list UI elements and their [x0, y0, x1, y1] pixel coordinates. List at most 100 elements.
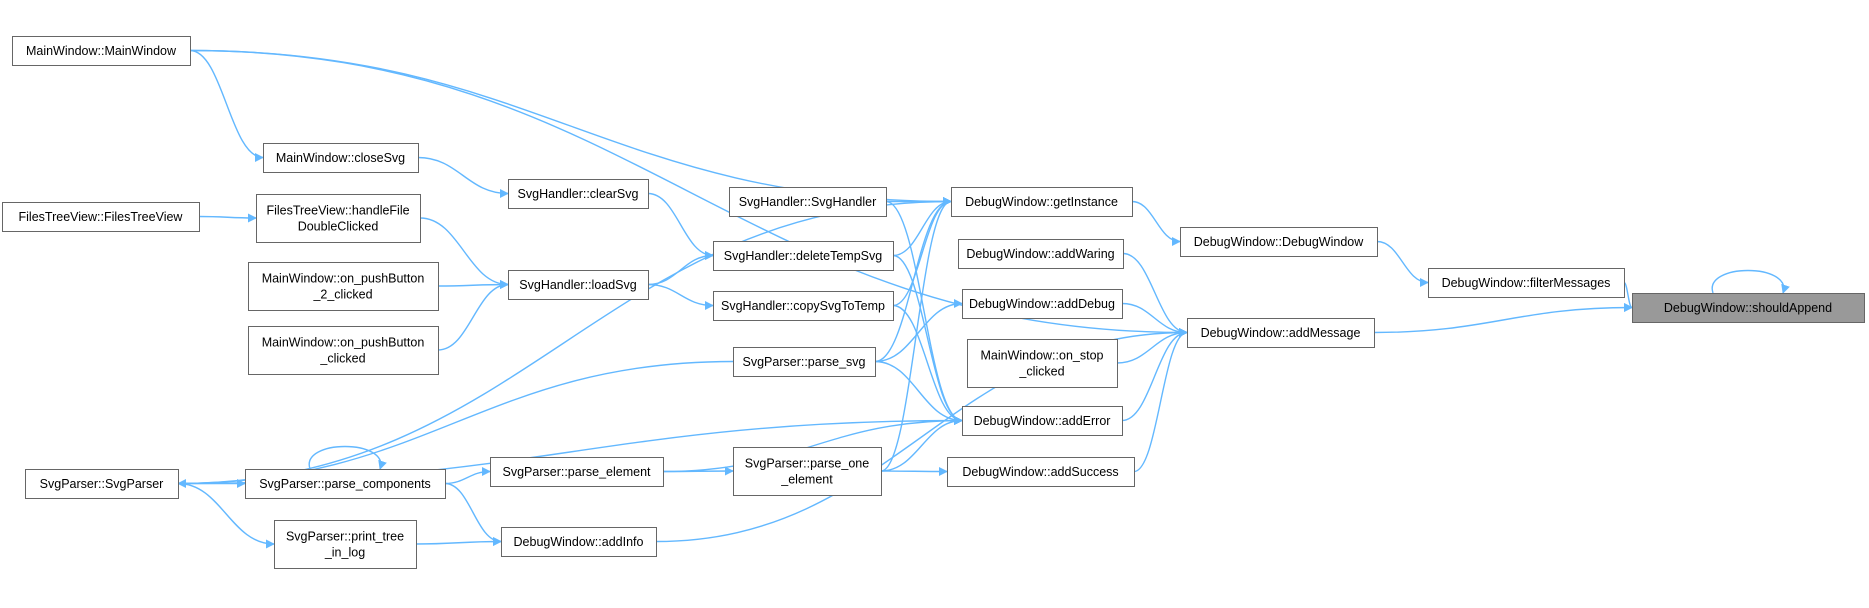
function-node-mw-push2[interactable]: MainWindow::on_pushButton_2_clicked	[248, 262, 439, 311]
node-label: _element	[780, 473, 833, 487]
function-node-dw-info[interactable]: DebugWindow::addInfo	[501, 527, 657, 557]
node-box	[958, 239, 1124, 269]
call-edge	[444, 482, 502, 546]
call-edge	[177, 482, 275, 549]
call-edge	[444, 467, 491, 485]
call-edge	[1623, 281, 1633, 312]
call-edge	[189, 49, 264, 162]
function-node-dw-msg[interactable]: DebugWindow::addMessage	[1187, 318, 1375, 348]
function-node-sp-sp[interactable]: SvgParser::SvgParser	[25, 469, 179, 499]
node-label: DebugWindow::addInfo	[514, 535, 644, 549]
node-label: SvgParser::parse_element	[503, 465, 652, 479]
function-node-sp-svg[interactable]: SvgParser::parse_svg	[733, 347, 876, 377]
call-edge	[1116, 328, 1188, 364]
node-label: SvgHandler::loadSvg	[519, 278, 636, 292]
node-label: MainWindow::closeSvg	[276, 151, 405, 165]
function-node-dw-inst[interactable]: DebugWindow::getInstance	[951, 187, 1133, 217]
call-edge	[1133, 328, 1188, 473]
function-node-sp-elem[interactable]: SvgParser::parse_element	[490, 457, 664, 487]
function-node-dw-success[interactable]: DebugWindow::addSuccess	[947, 457, 1135, 487]
node-label: DoubleClicked	[298, 220, 379, 234]
node-box	[951, 187, 1133, 217]
function-node-dw-error[interactable]: DebugWindow::addError	[962, 406, 1123, 436]
call-edge	[1376, 240, 1429, 287]
function-node-dw-filter[interactable]: DebugWindow::filterMessages	[1428, 268, 1625, 298]
node-label: MainWindow::on_pushButton	[262, 336, 425, 350]
node-label: DebugWindow::addDebug	[969, 297, 1115, 311]
node-label: DebugWindow::getInstance	[965, 195, 1118, 209]
function-node-sh-clear[interactable]: SvgHandler::clearSvg	[508, 179, 649, 209]
call-edge	[1122, 252, 1188, 337]
node-label: _clicked	[319, 352, 365, 366]
node-label: _in_log	[324, 546, 365, 560]
node-box	[248, 262, 439, 311]
node-label: SvgParser::parse_svg	[743, 355, 866, 369]
function-node-mw-push[interactable]: MainWindow::on_pushButton_clicked	[248, 326, 439, 375]
node-label: _2_clicked	[312, 288, 372, 302]
node-label: SvgHandler::clearSvg	[518, 187, 639, 201]
node-box	[256, 194, 421, 243]
node-label: DebugWindow::addMessage	[1201, 326, 1361, 340]
function-node-dw-debug[interactable]: DebugWindow::addDebug	[962, 289, 1123, 319]
call-edge	[1131, 200, 1181, 246]
call-edge	[662, 416, 963, 473]
node-box	[733, 347, 876, 377]
call-edge	[874, 360, 963, 425]
node-label: SvgParser::SvgParser	[40, 477, 164, 491]
function-node-ftv-ftv[interactable]: FilesTreeView::FilesTreeView	[2, 202, 200, 232]
function-node-mw-close[interactable]: MainWindow::closeSvg	[263, 143, 419, 173]
node-box	[245, 469, 446, 499]
function-nodes: MainWindow::MainWindowMainWindow::closeS…	[2, 36, 1865, 569]
node-label: MainWindow::on_pushButton	[262, 272, 425, 286]
node-label: SvgParser::parse_one	[745, 457, 869, 471]
function-node-dw-waring[interactable]: DebugWindow::addWaring	[958, 239, 1124, 269]
call-edge	[415, 537, 502, 547]
node-label: DebugWindow::filterMessages	[1442, 276, 1611, 290]
node-label: DebugWindow::addSuccess	[962, 465, 1118, 479]
node-label: DebugWindow::DebugWindow	[1194, 235, 1365, 249]
call-edge	[874, 299, 963, 363]
node-box	[962, 289, 1123, 319]
function-node-sh-load[interactable]: SvgHandler::loadSvg	[508, 270, 649, 300]
call-edge	[1121, 328, 1188, 422]
function-node-sp-print[interactable]: SvgParser::print_tree_in_log	[274, 520, 417, 569]
function-node-mw-mw[interactable]: MainWindow::MainWindow	[12, 36, 191, 66]
function-node-sp-one[interactable]: SvgParser::parse_one_element	[733, 447, 882, 496]
call-edge	[880, 416, 963, 472]
function-node-sh-copy[interactable]: SvgHandler::copySvgToTemp	[713, 291, 894, 321]
call-edge	[885, 200, 963, 425]
call-edge	[647, 192, 714, 260]
node-box	[248, 326, 439, 375]
function-node-sp-comp[interactable]: SvgParser::parse_components	[245, 469, 446, 499]
call-edge	[308, 445, 387, 470]
node-label: SvgParser::parse_components	[259, 477, 431, 491]
function-node-sh-del[interactable]: SvgHandler::deleteTempSvg	[713, 241, 894, 271]
function-node-mw-stop[interactable]: MainWindow::on_stop_clicked	[967, 339, 1118, 388]
function-node-dw-should[interactable]: DebugWindow::shouldAppend	[1632, 293, 1865, 323]
call-edge	[437, 280, 509, 351]
call-edge	[874, 197, 952, 363]
call-edge	[417, 156, 509, 198]
node-box	[1187, 318, 1375, 348]
node-label: DebugWindow::addWaring	[966, 247, 1114, 261]
node-label: FilesTreeView::FilesTreeView	[19, 210, 184, 224]
node-box	[713, 291, 894, 321]
node-label: SvgHandler::deleteTempSvg	[724, 249, 882, 263]
function-node-sh-sh[interactable]: SvgHandler::SvgHandler	[729, 187, 887, 217]
function-node-dw-dw[interactable]: DebugWindow::DebugWindow	[1180, 227, 1378, 257]
node-box	[274, 520, 417, 569]
node-label: _clicked	[1018, 365, 1064, 379]
call-edge	[1373, 303, 1633, 334]
node-box	[1632, 293, 1865, 323]
node-label: SvgParser::print_tree	[286, 530, 404, 544]
node-label: SvgHandler::SvgHandler	[739, 195, 877, 209]
node-box	[1180, 227, 1378, 257]
node-box	[947, 457, 1135, 487]
node-label: SvgHandler::copySvgToTemp	[721, 299, 885, 313]
call-edge	[177, 197, 952, 485]
node-label: DebugWindow::addError	[974, 414, 1111, 428]
node-box	[25, 469, 179, 499]
